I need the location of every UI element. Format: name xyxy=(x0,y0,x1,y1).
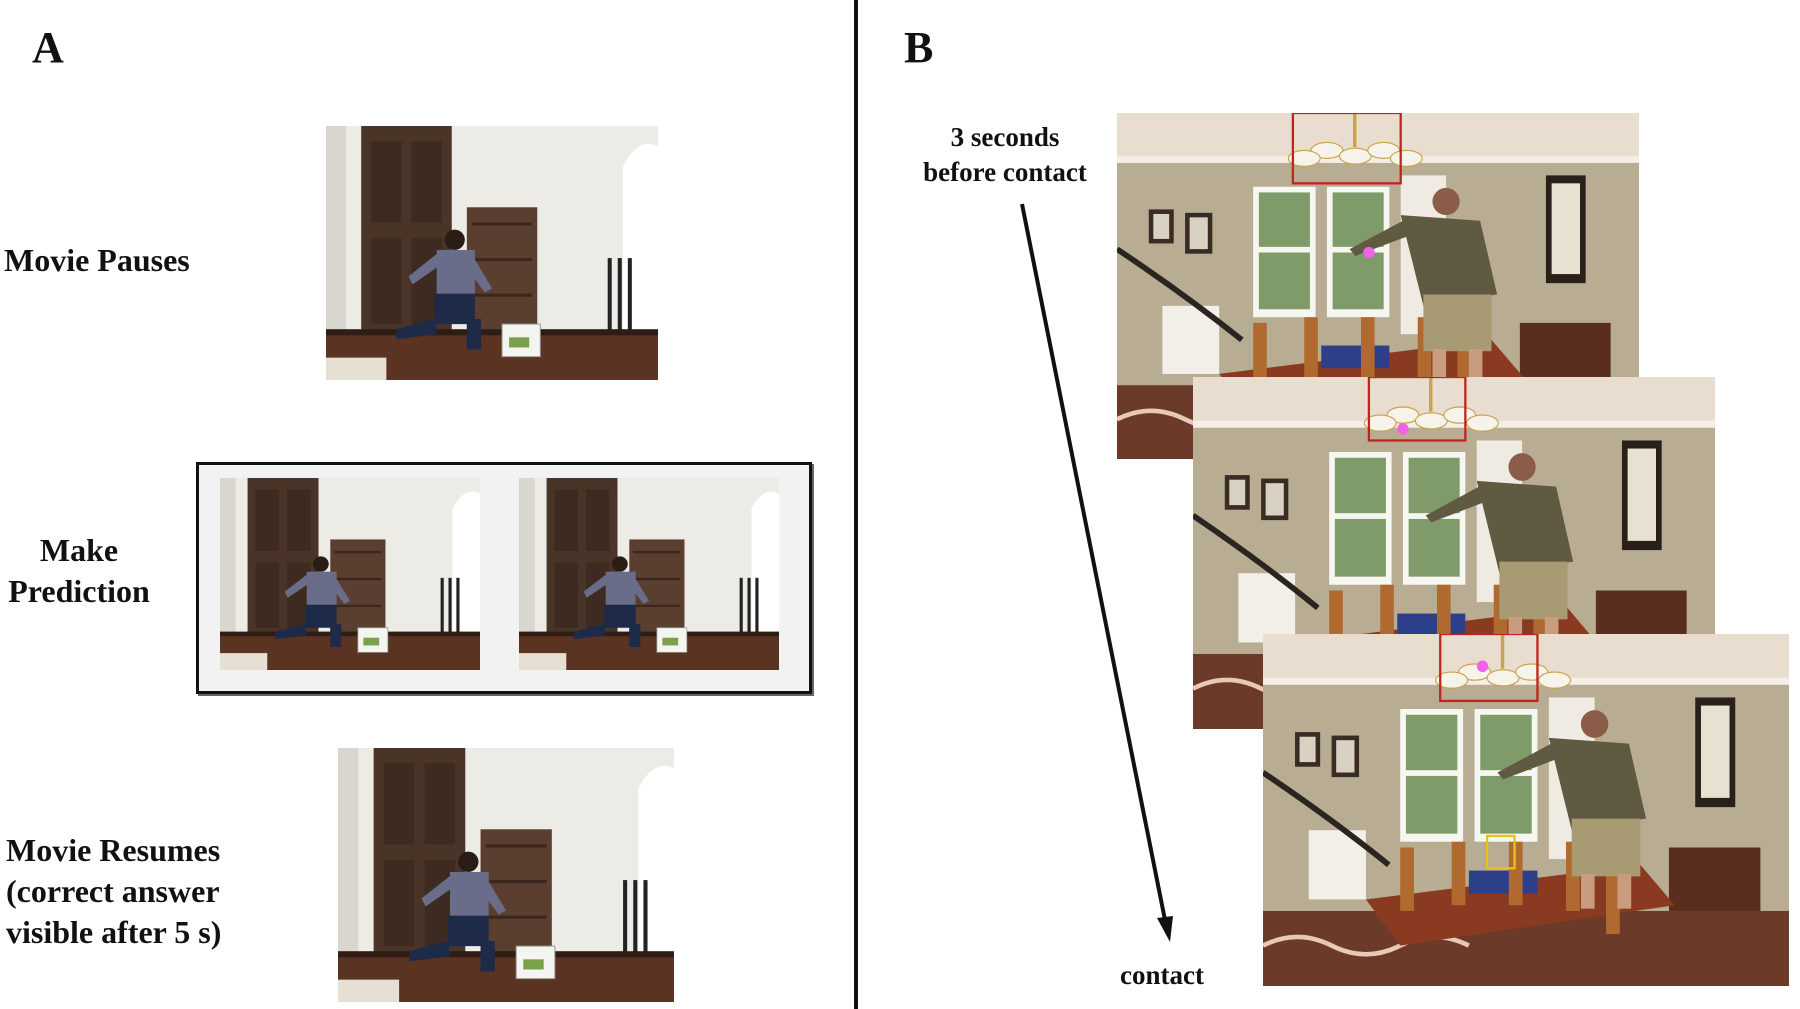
step-predict-line2: Prediction xyxy=(8,572,150,609)
prediction-options-box xyxy=(196,462,812,694)
time-label-line2: before contact xyxy=(923,156,1087,187)
video-frame-1 xyxy=(1117,113,1639,459)
panel-b-letter: B xyxy=(904,23,934,72)
chandelier-highlight xyxy=(1439,634,1539,703)
chandelier-highlight xyxy=(1367,377,1467,442)
chandelier-highlight xyxy=(1291,113,1402,185)
gaze-dot xyxy=(1476,660,1489,673)
gaze-dot xyxy=(1397,423,1409,435)
time-label: 3 seconds before contact xyxy=(910,120,1100,189)
step-resume-label: Movie Resumes (correct answer visible af… xyxy=(6,830,221,953)
video-frame-2 xyxy=(1193,377,1715,729)
time-label-line1: 3 seconds xyxy=(950,122,1060,152)
contact-label: contact xyxy=(1120,960,1204,990)
step-resume-line1: Movie Resumes xyxy=(6,832,221,868)
step-resume-line2: (correct answer xyxy=(6,872,220,909)
step-predict-line1: Make xyxy=(39,532,119,568)
contact-highlight xyxy=(1485,834,1516,870)
step-resume-line3: visible after 5 s) xyxy=(6,913,222,950)
step-predict-label: Make Prediction xyxy=(4,530,154,612)
step-pause-label: Movie Pauses xyxy=(4,242,190,278)
gaze-dot xyxy=(1363,246,1375,259)
panel-a-letter: A xyxy=(32,23,64,72)
video-frame-3 xyxy=(1263,634,1789,986)
panel-divider xyxy=(854,0,858,1009)
